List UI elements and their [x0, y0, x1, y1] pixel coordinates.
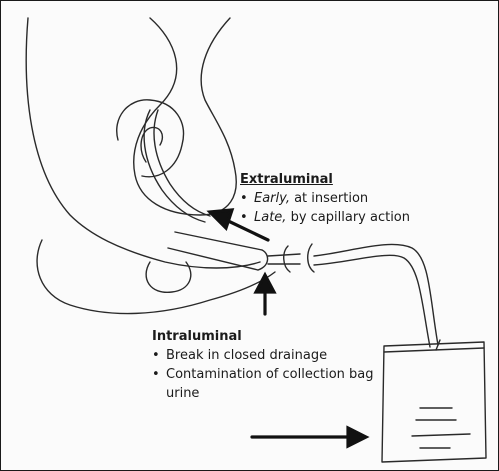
penis-lower — [168, 248, 258, 270]
intraluminal-list: Break in closed drainage Contamination o… — [152, 346, 392, 403]
collection-bag — [382, 342, 486, 462]
extraluminal-item: Late, by capillary action — [240, 208, 480, 227]
intraluminal-item: Break in closed drainage — [152, 346, 392, 365]
bag-arrow-head — [348, 428, 366, 446]
junction-bracket-left — [284, 246, 290, 272]
intraluminal-label: Intraluminal Break in closed drainage Co… — [152, 327, 392, 403]
extraluminal-item: Early, at insertion — [240, 189, 480, 208]
extraluminal-item-emphasis: Late, — [254, 210, 286, 225]
extraluminal-arrow-head — [210, 210, 232, 228]
scrotum-outline — [146, 262, 191, 292]
junction-bracket-right — [308, 244, 314, 272]
bag-seam — [384, 348, 484, 352]
penis-end — [258, 250, 268, 270]
intraluminal-arrow-head — [256, 275, 274, 292]
extraluminal-label: Extraluminal Early, at insertion Late, b… — [240, 170, 480, 227]
extraluminal-list: Early, at insertion Late, by capillary a… — [240, 189, 480, 227]
extraluminal-item-text: by capillary action — [286, 210, 410, 225]
extraluminal-item-text: at insertion — [290, 191, 368, 206]
extraluminal-item-emphasis: Early, — [254, 191, 290, 206]
intraluminal-heading: Intraluminal — [152, 327, 392, 346]
torso-outline — [26, 18, 260, 268]
extraluminal-heading: Extraluminal — [240, 170, 480, 189]
thigh-outline — [37, 240, 275, 314]
bag-mark — [412, 434, 470, 436]
penis-upper — [175, 232, 262, 250]
pelvis-outline — [134, 18, 237, 215]
intraluminal-item: Contamination of collection bag urine — [152, 365, 386, 403]
